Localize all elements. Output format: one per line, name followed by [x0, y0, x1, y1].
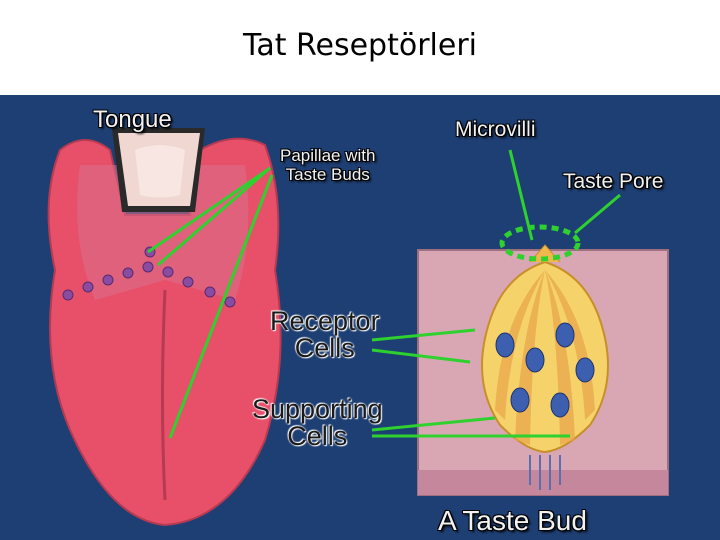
papillae-label-line1: Papillae with — [280, 146, 375, 165]
papillae-label-line2: Taste Buds — [280, 165, 375, 184]
taste-bud-label: A Taste Bud — [438, 505, 587, 537]
receptor-cells-line2: Cells — [270, 335, 380, 362]
taste-pore-label: Taste Pore — [563, 170, 663, 194]
tongue-label: Tongue — [93, 106, 172, 134]
papillae-label: Papillae with Taste Buds — [280, 146, 375, 184]
receptor-cells-label: Receptor Cells — [270, 308, 380, 362]
supporting-cells-line2: Cells — [252, 423, 383, 450]
supporting-cells-label: Supporting Cells — [252, 396, 383, 450]
microvilli-label: Microvilli — [455, 118, 536, 142]
receptor-cells-line1: Receptor — [270, 308, 380, 335]
supporting-cells-line1: Supporting — [252, 396, 383, 423]
